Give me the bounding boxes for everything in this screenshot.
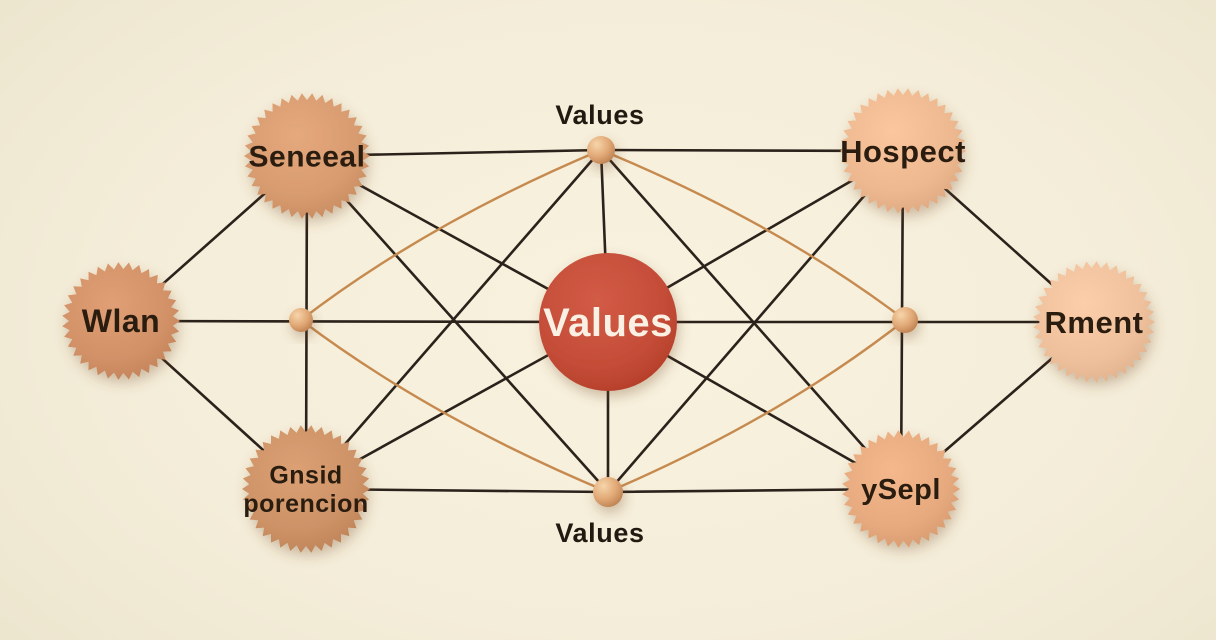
junction-sphere: [587, 136, 615, 164]
junction-sphere: [593, 477, 623, 507]
junction-bottom-junction: [593, 477, 623, 507]
node-hospect: Hospect: [840, 88, 966, 214]
node-label-seneeal: Seneeal: [249, 141, 366, 174]
edge-ysepl-top-junction: [599, 148, 903, 491]
edge-top-junction-right-junction: [599, 148, 907, 322]
edges-accent: [299, 148, 907, 494]
seal-shape: [1033, 261, 1155, 383]
junction-sphere: [892, 307, 918, 333]
junction-left-junction: [289, 308, 313, 332]
seal-shape: [242, 425, 370, 553]
seal-shape: [840, 88, 966, 214]
edge-bottom-junction-left-junction: [299, 318, 610, 494]
center-circle: [539, 253, 677, 391]
node-label-wlan: Wlan: [82, 303, 160, 339]
seal-shape: [62, 262, 181, 380]
seal-shape: [842, 430, 960, 548]
node-values-center: Values: [539, 253, 677, 391]
node-label-ysepl: ySepl: [861, 474, 941, 506]
junction-right-junction: [892, 307, 918, 333]
seal-shape: [244, 93, 370, 219]
node-label-values-center: Values: [543, 301, 673, 345]
edge-hospect-bottom-junction: [606, 149, 905, 494]
node-rment: Rment: [1033, 261, 1155, 383]
edge-bottom-junction-right-junction: [606, 318, 907, 494]
values-top-label: Values: [555, 100, 645, 130]
junction-top-junction: [587, 136, 615, 164]
junction-sphere: [289, 308, 313, 332]
node-label-hospect: Hospect: [840, 134, 966, 169]
node-ysepl: ySepl: [842, 430, 960, 548]
node-seneeal: Seneeal: [244, 93, 370, 219]
edge-top-junction-left-junction: [299, 148, 603, 322]
node-label-rment: Rment: [1045, 305, 1144, 340]
values-bottom-label: Values: [555, 518, 645, 548]
node-wlan: Wlan: [62, 262, 181, 380]
edge-wlan-values-center: [119, 319, 610, 324]
edge-gnsid-top-junction: [304, 148, 603, 491]
edge-seneeal-bottom-junction: [305, 154, 610, 494]
